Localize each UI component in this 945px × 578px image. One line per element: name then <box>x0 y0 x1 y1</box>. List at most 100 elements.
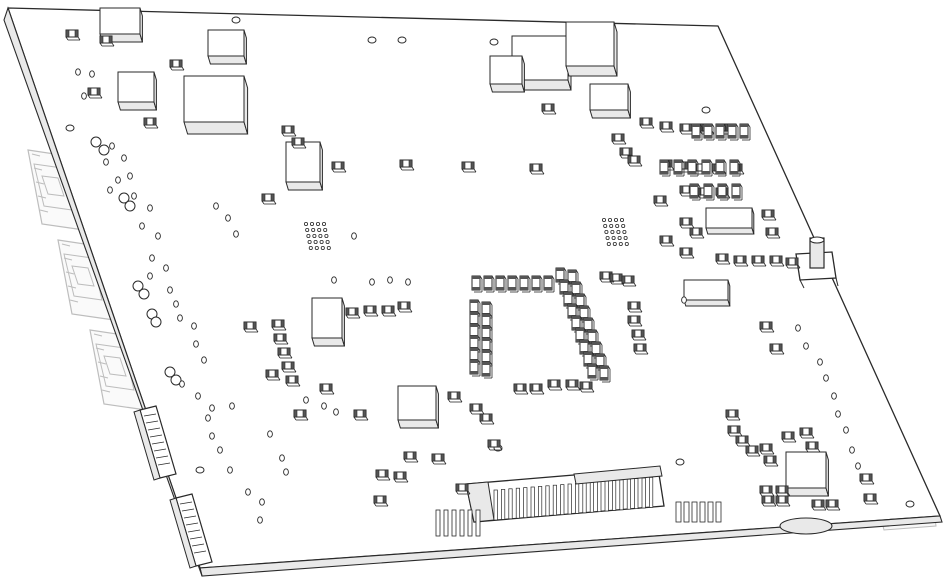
smd-part <box>679 217 695 229</box>
smd-part <box>507 275 519 293</box>
smd-part <box>765 227 781 239</box>
smd-part <box>579 381 595 393</box>
pin-header-small <box>435 509 481 537</box>
side-connector <box>133 405 177 481</box>
smd-part <box>363 305 379 317</box>
smd-part <box>281 125 297 137</box>
crystal <box>285 141 324 191</box>
smd-part <box>541 103 557 115</box>
smd-part <box>751 255 767 267</box>
smd-part <box>687 159 699 177</box>
smd-part <box>691 123 703 141</box>
smd-part <box>399 159 415 171</box>
ic-package-large <box>183 75 249 135</box>
smd-part <box>775 495 791 507</box>
smd-part <box>529 383 545 395</box>
smd-part <box>799 427 815 439</box>
smd-part <box>469 359 481 377</box>
mounting-hole <box>489 38 499 46</box>
ic-package-tall <box>705 207 755 235</box>
smd-part <box>631 329 647 341</box>
smd-part <box>519 275 531 293</box>
smd-part <box>627 155 643 167</box>
smd-part <box>781 431 797 443</box>
mounting-hole <box>675 458 685 466</box>
smd-part <box>375 469 391 481</box>
mounting-hole <box>905 500 915 508</box>
smd-part <box>761 209 777 221</box>
push-button <box>795 236 839 289</box>
smd-part <box>265 369 281 381</box>
smd-part <box>495 275 507 293</box>
smd-part <box>759 321 775 333</box>
smd-part <box>859 473 875 485</box>
smd-part <box>701 159 713 177</box>
board-components <box>65 7 915 569</box>
mounting-hole <box>367 36 377 44</box>
round-components <box>90 136 182 386</box>
smd-part <box>733 255 749 267</box>
smd-part <box>547 379 563 391</box>
coin-cell <box>779 517 833 535</box>
smd-part <box>805 441 821 453</box>
smd-part <box>633 343 649 355</box>
smd-part <box>715 253 731 265</box>
smd-part <box>769 255 785 267</box>
smd-part <box>353 409 369 421</box>
smd-part <box>99 35 115 47</box>
smd-part <box>431 453 447 465</box>
smd-part <box>291 137 307 149</box>
smd-part <box>725 409 741 421</box>
smd-part <box>513 383 529 395</box>
smd-part <box>639 117 655 129</box>
smd-part <box>273 333 289 345</box>
smd-part <box>479 413 495 425</box>
smd-part <box>471 275 483 293</box>
mounting-hole <box>65 124 75 132</box>
smd-part <box>673 159 685 177</box>
smd-part <box>169 59 185 71</box>
smd-part <box>587 363 599 381</box>
smd-part <box>825 499 841 511</box>
smd-part <box>659 121 675 133</box>
smd-part <box>621 275 637 287</box>
pin-header-small <box>675 501 722 523</box>
smd-part <box>689 227 705 239</box>
smd-part <box>87 87 103 99</box>
smd-part <box>281 361 297 373</box>
smd-part <box>863 493 879 505</box>
smd-part <box>769 343 785 355</box>
mounting-hole <box>397 36 407 44</box>
smd-part <box>689 183 701 201</box>
ic-package-top <box>207 29 248 65</box>
pin-header-main <box>465 465 665 523</box>
ic-package-flat <box>683 279 731 307</box>
smd-part <box>393 471 409 483</box>
ic-package-right <box>589 83 632 119</box>
rj-connector-top-2 <box>565 21 618 77</box>
smd-part <box>659 235 675 247</box>
smd-part <box>487 439 503 451</box>
smd-part <box>731 183 743 201</box>
pad-array-right <box>602 217 629 246</box>
smd-part <box>735 435 751 447</box>
smd-part <box>373 495 389 507</box>
ic-package-small <box>117 71 158 111</box>
smd-part <box>381 305 397 317</box>
smd-part <box>763 455 779 467</box>
smd-part <box>715 159 727 177</box>
smd-part <box>729 159 741 177</box>
crystal-2 <box>311 297 346 347</box>
connector-block <box>489 55 526 93</box>
smd-part <box>345 307 361 319</box>
smd-part <box>761 495 777 507</box>
smd-part <box>243 321 259 333</box>
smd-part <box>529 163 545 175</box>
smd-part <box>483 275 495 293</box>
smd-part <box>599 365 611 383</box>
smd-part <box>277 347 293 359</box>
smd-part <box>611 133 627 145</box>
smd-part <box>679 247 695 259</box>
smd-part <box>811 499 827 511</box>
